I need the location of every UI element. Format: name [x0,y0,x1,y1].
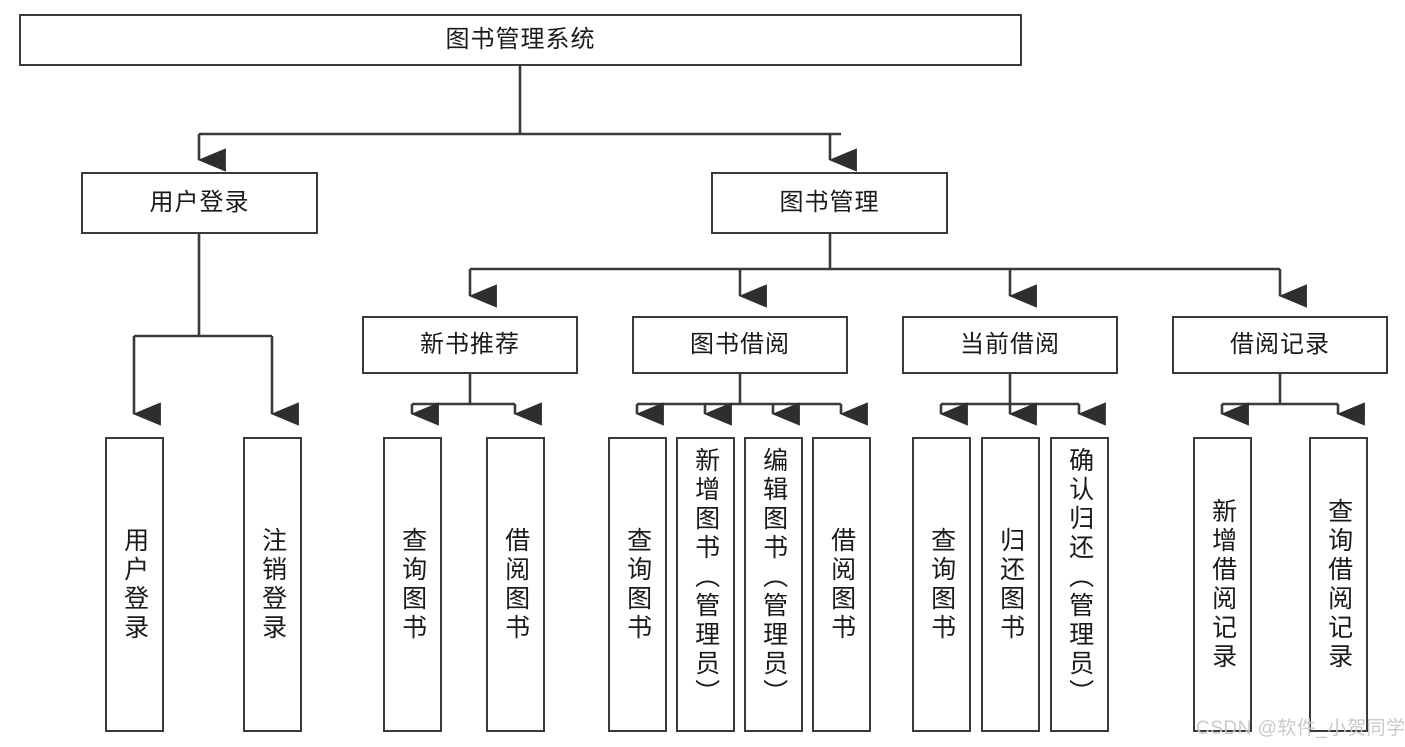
leaf-book-borrow-edit[interactable]: 编辑图书（管理员） [744,437,803,732]
node-user-login[interactable]: 用户登录 [81,172,318,234]
leaf-borrow-record-add[interactable]: 新增借阅记录 [1193,437,1252,732]
leaf-book-borrow-add-label: 新增图书（管理员） [691,447,720,708]
leaf-book-borrow-add[interactable]: 新增图书（管理员） [676,437,735,732]
leaf-user-login-signout-label: 注销登录 [258,526,287,643]
leaf-book-borrow-borrow[interactable]: 借阅图书 [812,437,871,732]
node-root-system-label: 图书管理系统 [445,25,596,53]
node-book-borrow[interactable]: 图书借阅 [632,316,848,374]
leaf-user-login-signin-label: 用户登录 [120,526,149,643]
leaf-book-borrow-query-label: 查询图书 [623,526,652,643]
leaf-user-login-signin[interactable]: 用户登录 [105,437,164,732]
leaf-current-borrow-confirm-return[interactable]: 确认归还（管理员） [1050,437,1109,732]
leaf-book-borrow-query[interactable]: 查询图书 [608,437,667,732]
leaf-new-book-query[interactable]: 查询图书 [383,437,442,732]
leaf-current-borrow-return-label: 归还图书 [996,526,1025,643]
node-current-borrow-label: 当前借阅 [960,330,1060,358]
leaf-new-book-query-label: 查询图书 [398,526,427,643]
leaf-book-borrow-borrow-label: 借阅图书 [827,526,856,643]
leaf-borrow-record-add-label: 新增借阅记录 [1208,497,1237,672]
leaf-current-borrow-confirm-return-label: 确认归还（管理员） [1065,447,1094,708]
node-current-borrow[interactable]: 当前借阅 [902,316,1118,374]
leaf-current-borrow-query-label: 查询图书 [927,526,956,643]
leaf-user-login-signout[interactable]: 注销登录 [243,437,302,732]
node-user-login-label: 用户登录 [149,188,250,216]
leaf-borrow-record-query[interactable]: 查询借阅记录 [1309,437,1368,732]
leaf-current-borrow-return[interactable]: 归还图书 [981,437,1040,732]
node-borrow-record[interactable]: 借阅记录 [1172,316,1388,374]
node-root-system[interactable]: 图书管理系统 [19,14,1022,66]
node-new-book-recommend-label: 新书推荐 [420,330,520,358]
node-borrow-record-label: 借阅记录 [1230,330,1330,358]
leaf-current-borrow-query[interactable]: 查询图书 [912,437,971,732]
node-book-borrow-label: 图书借阅 [690,330,790,358]
leaf-new-book-borrow[interactable]: 借阅图书 [486,437,545,732]
leaf-book-borrow-edit-label: 编辑图书（管理员） [759,447,788,708]
node-book-management-label: 图书管理 [779,188,880,216]
node-new-book-recommend[interactable]: 新书推荐 [362,316,578,374]
leaf-borrow-record-query-label: 查询借阅记录 [1324,497,1353,672]
node-book-management[interactable]: 图书管理 [711,172,948,234]
leaf-new-book-borrow-label: 借阅图书 [501,526,530,643]
